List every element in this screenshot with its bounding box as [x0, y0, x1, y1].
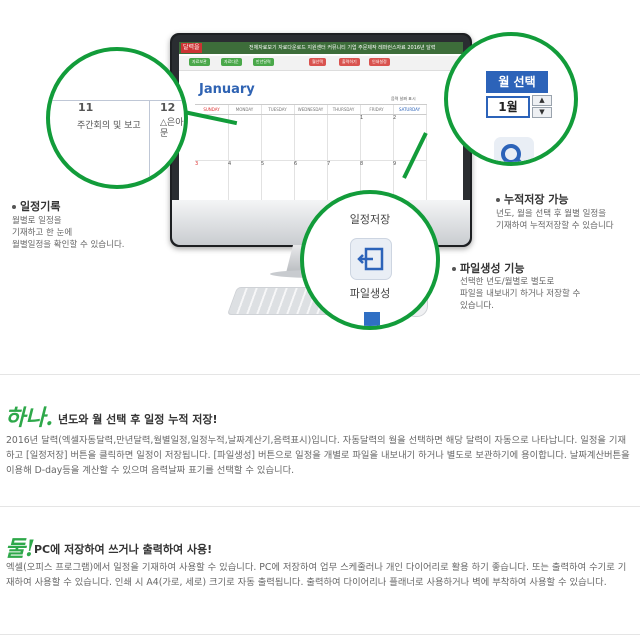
toolbar-button[interactable]: 자료다운: [221, 58, 242, 66]
calendar-cell[interactable]: 1: [360, 115, 394, 161]
caption-title: 일정기록: [12, 198, 60, 214]
calendar-cell[interactable]: [294, 115, 328, 161]
calendar-cell[interactable]: 9: [393, 161, 427, 200]
save-schedule-label[interactable]: 일정저장: [349, 213, 391, 226]
section-divider: [0, 374, 640, 375]
grid-line: [149, 100, 150, 185]
section-mark: 둘!: [5, 536, 35, 562]
caption-text: 년도, 월을 선택 후 월별 일정을 기재하여 누적저장할 수 있습니다: [496, 208, 614, 232]
day-header: MONDAY: [228, 105, 262, 115]
search-icon[interactable]: [494, 137, 534, 162]
calendar-grid: SUNDAY MONDAY TUESDAY WEDNESDAY THURSDAY…: [195, 104, 427, 200]
section-body: 엑셀(오피스 프로그램)에서 일정을 기재하여 사용할 수 있습니다. PC에 …: [6, 562, 627, 588]
app-header-bar: 달력을 전체자료보기 자료다운로드 지원센터 커뮤니티 기업 주문제작 레퍼런스…: [179, 42, 463, 54]
caption-line: 년도, 월을 선택 후 월별 일정을: [496, 209, 607, 219]
caption-line: 있습니다.: [460, 301, 494, 311]
schedule-entry[interactable]: 주간회의 및 보고: [77, 121, 141, 131]
toolbar-button[interactable]: 인쇄설정: [369, 58, 390, 66]
caption-line: 파일을 내보내기 하거나 저장할 수: [460, 289, 581, 299]
zoom-month-circle: 월 선택 1월 ▲ ▼: [444, 32, 578, 166]
calendar-cell[interactable]: 5: [261, 161, 295, 200]
day-number: 12: [160, 101, 176, 114]
calendar-cell[interactable]: 7: [327, 161, 361, 200]
calendar-cell[interactable]: [327, 115, 361, 161]
caption-line: 월별로 일정을: [12, 216, 62, 226]
calendar-cell[interactable]: 4: [228, 161, 262, 200]
toolbar-button[interactable]: 자료보관: [189, 58, 210, 66]
export-file-icon[interactable]: [350, 238, 392, 280]
toolbar-button[interactable]: 만년달력: [253, 58, 274, 66]
spin-up-button[interactable]: ▲: [532, 95, 552, 106]
create-file-label[interactable]: 파일생성: [349, 287, 391, 300]
month-select-input[interactable]: 1월: [486, 96, 530, 118]
document-icon: [364, 312, 380, 326]
caption-text: 월별로 일정을 기재하고 한 눈에 월별일정을 확인할 수 있습니다.: [12, 215, 124, 251]
app-logo: 달력을: [181, 43, 202, 53]
caption-title: 파일생성 기능: [452, 260, 525, 276]
day-header: SUNDAY: [195, 105, 229, 115]
day-header: FRIDAY: [360, 105, 394, 115]
app-menu: 전체자료보기 자료다운로드 지원센터 커뮤니티 기업 주문제작 레퍼런스자료 2…: [249, 45, 436, 51]
app-toolbar: 자료보관 자료다운 만년달력 월선택 출력하기 인쇄설정: [179, 56, 463, 71]
day-number: 11: [78, 101, 94, 114]
lunar-option[interactable]: 음력 날짜 표시: [391, 96, 416, 101]
section-divider: [0, 506, 640, 507]
calendar-cell[interactable]: [228, 115, 262, 161]
day-header: WEDNESDAY: [294, 105, 328, 115]
day-header: SATURDAY: [393, 105, 427, 115]
day-header: THURSDAY: [327, 105, 361, 115]
calendar-cell[interactable]: 8: [360, 161, 394, 200]
caption-line: 월별일정을 확인할 수 있습니다.: [12, 240, 125, 250]
section-mark: 하나.: [5, 405, 54, 431]
section-body: 2016년 달력(엑셀자동달력,만년달력,월별일정,일정누적,날짜계산기,음력표…: [6, 435, 630, 476]
zoom-buttons-circle: 일정저장 파일생성: [300, 190, 440, 330]
calendar-cell[interactable]: 6: [294, 161, 328, 200]
day-header: TUESDAY: [261, 105, 295, 115]
section-title: PC에 저장하여 쓰거나 출력하여 사용!: [34, 543, 213, 556]
toolbar-button[interactable]: 출력하기: [339, 58, 360, 66]
schedule-entry[interactable]: △은아 문: [160, 118, 184, 139]
grid-line: [50, 100, 184, 101]
calendar-cell[interactable]: [195, 115, 229, 161]
zoom-schedule-circle: 11 12 주간회의 및 보고 △은아 문: [46, 47, 188, 189]
caption-text: 선택한 년도/월별로 별도로 파일을 내보내기 하거나 저장할 수 있습니다.: [460, 276, 580, 312]
caption-line: 기재하고 한 눈에: [12, 228, 73, 238]
month-title: January: [199, 82, 255, 97]
caption-title: 누적저장 가능: [496, 191, 569, 207]
toolbar-button[interactable]: 월선택: [309, 58, 327, 66]
calendar-cell[interactable]: [261, 115, 295, 161]
caption-line: 선택한 년도/월별로 별도로: [460, 277, 555, 287]
month-select-label: 월 선택: [486, 71, 548, 93]
section-divider: [0, 634, 640, 635]
spin-down-button[interactable]: ▼: [532, 107, 552, 118]
calendar-cell[interactable]: 3: [195, 161, 229, 200]
section-title: 년도와 월 선택 후 일정 누적 저장!: [58, 413, 218, 426]
calendar-screen: 달력을 전체자료보기 자료다운로드 지원센터 커뮤니티 기업 주문제작 레퍼런스…: [179, 42, 463, 200]
caption-line: 기재하여 누적저장할 수 있습니다: [496, 221, 614, 231]
